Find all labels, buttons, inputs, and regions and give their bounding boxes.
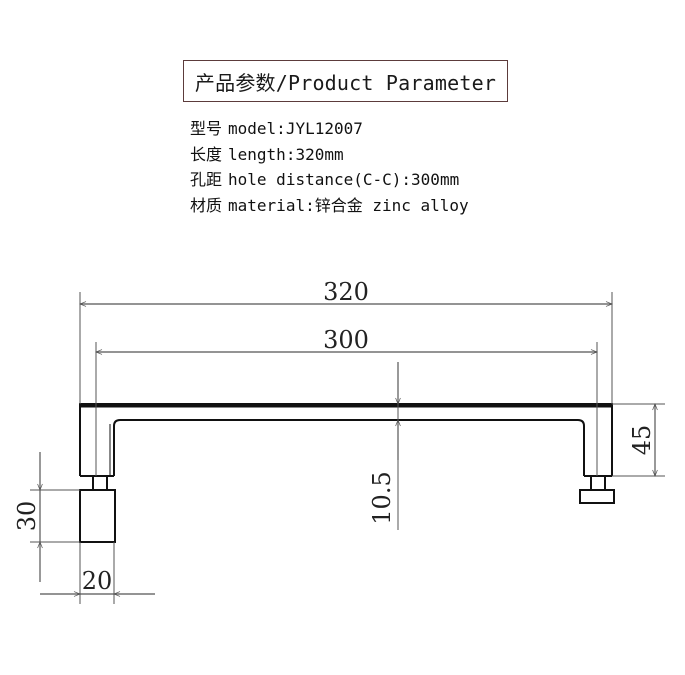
spec-length-value: length:320mm (228, 144, 344, 164)
spec-model: 型号 model:JYL12007 (190, 116, 469, 142)
dim-foot-width-label: 20 (82, 567, 113, 595)
spec-length-label: 长度 (190, 144, 223, 164)
right-foot-base (579, 489, 615, 504)
dimension-lines (37, 301, 658, 597)
spec-hole-distance: 孔距 hole distance(C-C):300mm (190, 167, 469, 193)
dim-length-label: 320 (323, 278, 369, 306)
spec-model-value: model:JYL12007 (228, 119, 363, 138)
right-foot-stem (590, 475, 606, 491)
left-foot-base (79, 489, 116, 543)
spec-material-value: material:锌合金 zinc alloy (228, 195, 469, 215)
spec-material-label: 材质 (190, 195, 223, 215)
left-foot (79, 475, 116, 543)
spec-model-label: 型号 (190, 119, 223, 138)
dim-hole-distance-label: 300 (323, 326, 369, 354)
spec-hole-distance-label: 孔距 (190, 170, 223, 189)
handle-outer-outline (79, 403, 613, 476)
spec-hole-distance-value: hole distance(C-C):300mm (228, 170, 460, 189)
left-foot-stem (92, 475, 108, 491)
dim-height-label: 45 (628, 425, 656, 456)
dim-thickness-label: 10.5 (368, 471, 396, 524)
product-parameter-title: 产品参数/Product Parameter (183, 60, 508, 102)
right-foot (579, 475, 615, 504)
title-text: 产品参数/Product Parameter (194, 70, 497, 95)
handle-inner-outline (113, 419, 585, 476)
dim-foot-height-label: 30 (13, 501, 41, 532)
handle-body (79, 403, 613, 477)
